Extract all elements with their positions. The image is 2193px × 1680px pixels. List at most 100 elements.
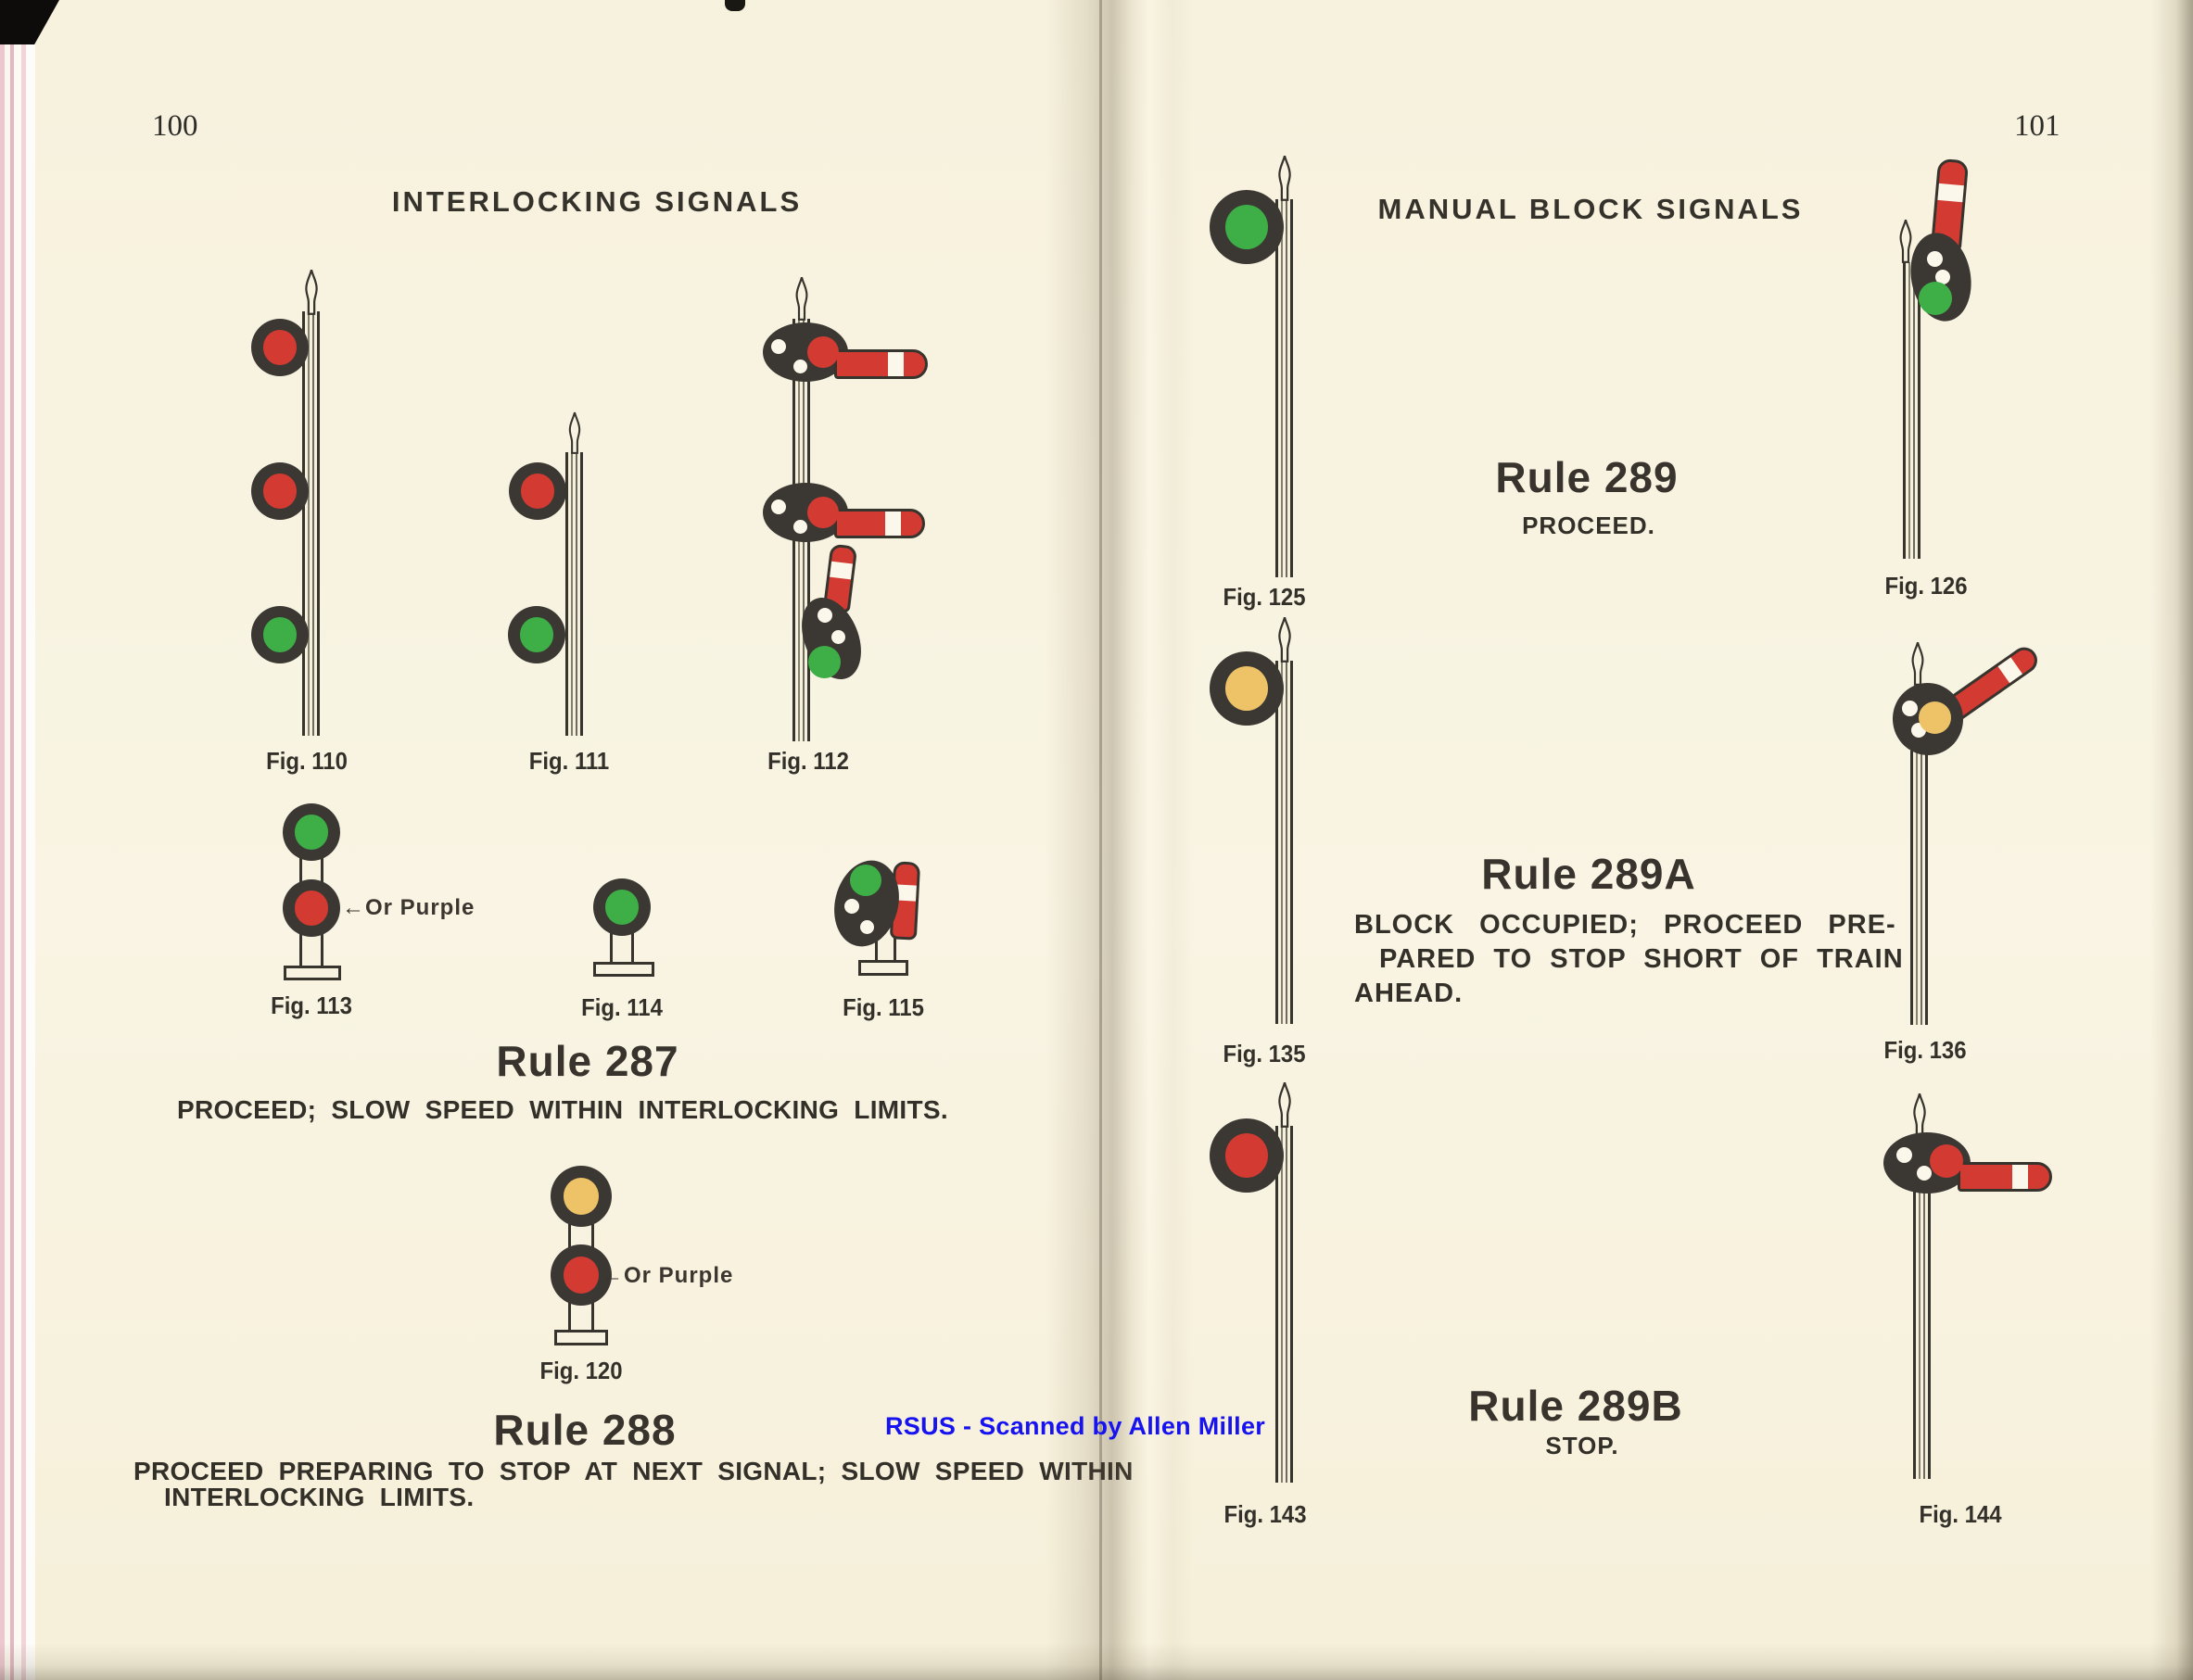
red-lens	[263, 474, 297, 509]
red-lens	[263, 330, 297, 365]
green-lens	[520, 617, 553, 652]
rivet-dot	[1917, 1166, 1932, 1181]
figure-caption: Fig. 115	[843, 993, 924, 1021]
rivet-dot	[818, 608, 832, 623]
finial-ornament	[1278, 1081, 1291, 1128]
signal-light-red	[283, 879, 340, 937]
rivet-dot	[1902, 701, 1918, 716]
signal-base	[593, 962, 654, 977]
signal-light-green	[1210, 190, 1284, 264]
rule-289a-text-line1: BLOCK OCCUPIED; PROCEED PRE-	[1354, 910, 1896, 940]
book-page-edges	[0, 0, 35, 1680]
finial-ornament	[568, 411, 581, 454]
rivet-dot	[860, 920, 874, 934]
red-lens	[1930, 1144, 1963, 1178]
figure-caption: Fig. 110	[266, 747, 348, 775]
signal-light-yellow	[551, 1166, 612, 1227]
signal-light-red	[551, 1244, 612, 1306]
rule-288-heading: Rule 288	[493, 1406, 677, 1454]
rule-289-heading: Rule 289	[1495, 453, 1679, 501]
green-lens	[295, 815, 328, 850]
page-number-right: 101	[2014, 109, 2060, 143]
red-lens	[807, 336, 839, 368]
rule-289a-heading: Rule 289A	[1481, 850, 1696, 898]
signal-mast	[1275, 1126, 1293, 1483]
figure-caption: Fig. 114	[581, 993, 663, 1021]
left-page-title: INTERLOCKING SIGNALS	[391, 185, 803, 218]
signal-post	[875, 938, 896, 964]
or-purple-annotation: ←Or Purple	[601, 1263, 734, 1288]
right-page-title: MANUAL BLOCK SIGNALS	[1377, 193, 1804, 225]
rivet-dot	[771, 499, 786, 514]
figure-caption: Fig. 113	[271, 992, 352, 1019]
rule-289a-text-line3: AHEAD.	[1354, 979, 1464, 1008]
signal-light-red	[1210, 1118, 1284, 1193]
binding-notch	[725, 0, 745, 11]
green-lens	[808, 646, 841, 678]
finial-ornament	[1278, 155, 1291, 201]
green-lens	[1224, 205, 1269, 249]
red-lens	[295, 891, 328, 926]
signal-mast	[1910, 751, 1928, 1025]
rule-288-text-line1: PROCEED PREPARING TO STOP AT NEXT SIGNAL…	[133, 1457, 1134, 1485]
signal-base	[858, 960, 908, 976]
signal-light-green	[593, 878, 651, 936]
rivet-dot	[793, 520, 807, 534]
green-lens	[1919, 282, 1952, 315]
finial-ornament	[1899, 219, 1912, 263]
rule-289b-text: STOP.	[1545, 1432, 1619, 1459]
arm-stripe	[2012, 1165, 2028, 1189]
signal-light-green	[508, 606, 565, 663]
green-lens	[605, 890, 639, 925]
red-lens	[807, 497, 839, 528]
signal-light-red	[251, 319, 309, 376]
signal-light-green	[251, 606, 309, 663]
arm-stripe	[1997, 657, 2023, 684]
figure-caption: Fig. 126	[1884, 572, 1968, 600]
signal-mast	[1913, 1192, 1931, 1479]
rivet-dot	[1935, 270, 1950, 284]
or-purple-annotation: ←Or Purple	[342, 895, 475, 920]
rivet-dot	[793, 360, 807, 373]
rivet-dot	[844, 899, 859, 914]
signal-mast	[1275, 199, 1293, 577]
yellow-lens	[1224, 666, 1269, 711]
signal-light-red	[509, 462, 566, 520]
figure-caption: Fig. 112	[767, 747, 849, 775]
finial-ornament	[1278, 616, 1291, 663]
rule-287-heading: Rule 287	[496, 1037, 679, 1085]
figure-caption: Fig. 125	[1223, 583, 1306, 611]
arm-stripe	[830, 561, 853, 580]
green-lens	[263, 617, 297, 652]
rule-288-text-line2: INTERLOCKING LIMITS.	[164, 1483, 475, 1511]
rule-289b-heading: Rule 289B	[1468, 1382, 1683, 1430]
scanner-watermark: RSUS - Scanned by Allen Miller	[885, 1412, 1266, 1440]
green-lens	[850, 865, 881, 896]
rule-287-text: PROCEED; SLOW SPEED WITHIN INTERLOCKING …	[177, 1095, 948, 1124]
red-lens	[1224, 1133, 1269, 1178]
right-page-edge-shadow	[2150, 0, 2193, 1680]
semaphore-arm-horizontal	[1958, 1162, 2052, 1192]
rule-289a-text-line2: PARED TO STOP SHORT OF TRAIN	[1379, 944, 1904, 974]
figure-caption: Fig. 143	[1223, 1500, 1307, 1528]
signal-mast	[302, 311, 320, 736]
signal-light-green	[283, 803, 340, 861]
red-lens	[563, 1257, 600, 1294]
arm-stripe	[885, 512, 901, 536]
figure-caption: Fig. 111	[528, 747, 610, 775]
arm-stripe	[1937, 183, 1964, 203]
figure-caption: Fig. 136	[1883, 1036, 1967, 1064]
rivet-dot	[1927, 251, 1943, 267]
signal-mast	[1275, 661, 1293, 1024]
rivet-dot	[1896, 1147, 1912, 1163]
figure-caption: Fig. 120	[539, 1357, 623, 1384]
finial-ornament	[305, 269, 318, 315]
semaphore-arm-horizontal	[834, 349, 928, 379]
signal-base	[554, 1330, 608, 1345]
finial-ornament	[795, 276, 808, 321]
rivet-dot	[831, 630, 845, 644]
red-lens	[521, 474, 554, 509]
rule-289-text: PROCEED.	[1522, 512, 1655, 539]
signal-mast	[565, 452, 583, 736]
